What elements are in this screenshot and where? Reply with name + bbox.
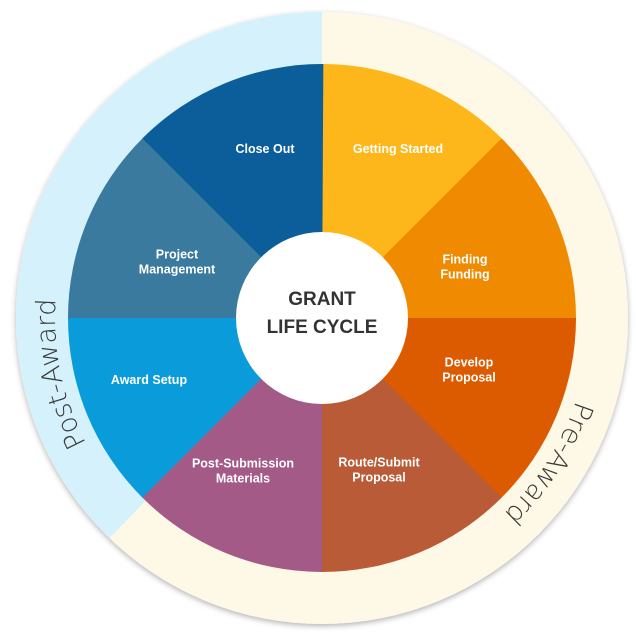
segment-label: Project [156,248,199,262]
center-title-line-2: LIFE CYCLE [267,317,378,338]
segment-label: Proposal [352,471,406,485]
center-title-line-1: GRANT [288,289,356,310]
segment-label: Develop [445,356,494,370]
segment-label: Finding [442,253,487,267]
segment-label: Getting Started [353,142,443,156]
segment-label: Award Setup [111,373,188,387]
segment-label: Funding [440,268,489,282]
segment-label: Route/Submit [338,456,420,470]
center-circle [236,232,408,404]
segment-label: Materials [216,472,270,486]
segment-label: Close Out [235,142,295,156]
segment-label: Post-Submission [192,457,294,471]
segment-label: Management [139,263,216,277]
segment-label: Proposal [442,371,496,385]
